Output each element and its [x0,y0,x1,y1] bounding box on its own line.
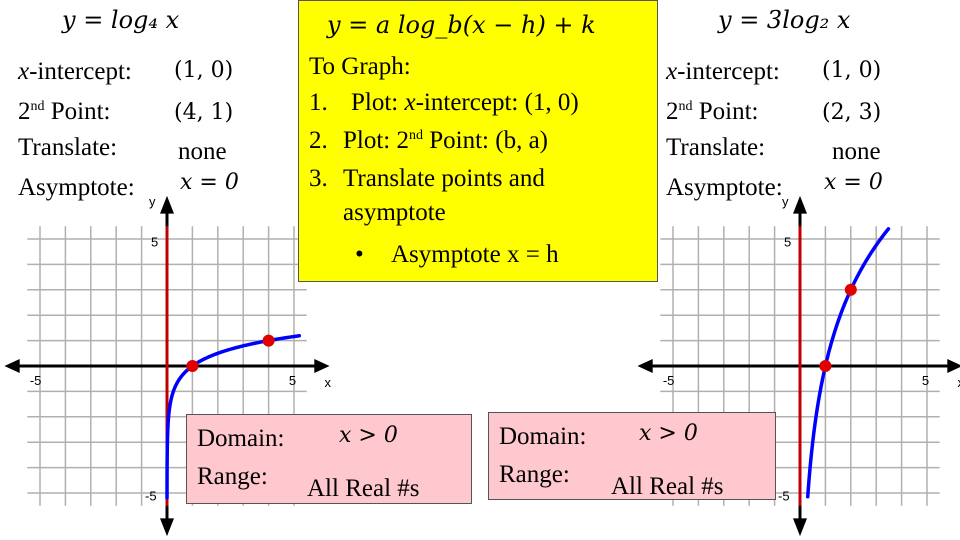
left-x-axis-arrow-left [4,359,20,373]
right-tick-x-neg: -5 [663,373,675,388]
to-graph-title: To Graph: [309,53,411,80]
right-asymptote-label: Asymptote: [666,174,783,201]
left-translate-label: Translate: [18,134,118,161]
left-y-axis-arrow-up [160,195,174,214]
right-domain-range-box: Domain: x > 0 Range: All Real #s [488,412,776,500]
left-tick-y-neg: -5 [145,489,157,504]
left-y-axis-arrow-down [160,518,174,537]
right-x-axis-arrow-right [947,359,960,373]
right-x-axis-arrow-left [637,359,653,373]
left-asymptote-value: x = 0 [180,170,239,195]
right-translate-label: Translate: [666,134,766,161]
step-1-text: Plot: x-intercept: (1, 0) [351,89,579,116]
how-to-graph-box: y = a log_b(x − h) + k To Graph: 1. Plot… [298,0,658,282]
bullet-marker: • [355,241,364,268]
left-y-axis-label: y [149,194,156,209]
right-tick-y-pos: 5 [784,235,791,250]
general-equation: y = a log_b(x − h) + k [327,11,596,39]
step-2-text: Plot: 2nd Point: (b, a) [343,127,548,154]
right-second-point-label: 2nd Point: [666,98,759,125]
right-domain-label: Domain: [499,423,587,450]
right-tick-x-pos: 5 [922,373,929,388]
step-2-number: 2. [309,127,328,154]
right-range-value: All Real #s [611,473,724,500]
left-equation: y = log₄ x [62,6,180,34]
right-x-axis-label: x [957,375,960,390]
left-tick-x-neg: -5 [30,373,42,388]
left-asymptote-label: Asymptote: [18,174,135,201]
left-range-value: All Real #s [307,475,420,502]
right-translate-value: none [832,138,881,165]
step-3-number: 3. [309,165,328,192]
left-x-intercept-label: x-intercept: [18,58,132,85]
right-tick-y-neg: -5 [778,489,790,504]
left-second-point-value: (4, 1) [174,100,234,125]
right-x-intercept-label: x-intercept: [666,58,780,85]
right-second-point-value: (2, 3) [822,100,882,125]
right-y-axis-arrow-down [793,518,807,537]
right-equation: y = 3log₂ x [718,6,851,34]
left-range-label: Range: [197,463,268,490]
left-second-point-label: 2nd Point: [18,98,111,125]
right-plotted-point-2 [844,283,857,296]
right-y-axis-label: y [782,194,789,209]
step-3-line-1: Translate points and [343,165,545,192]
left-plotted-point-1 [186,360,199,372]
right-domain-value: x > 0 [639,421,698,446]
right-range-label: Range: [499,461,570,488]
left-domain-value: x > 0 [339,423,398,448]
left-x-intercept-value: (1, 0) [174,58,234,83]
left-tick-x-pos: 5 [289,373,296,388]
left-translate-value: none [178,138,227,165]
left-x-axis-label: x [324,375,331,390]
left-plotted-point-2 [262,334,275,347]
left-tick-y-pos: 5 [151,235,158,250]
step-1-number: 1. [309,89,328,116]
left-x-axis-arrow-right [314,359,330,373]
right-x-intercept-value: (1, 0) [822,58,882,83]
left-domain-label: Domain: [197,425,285,452]
left-domain-range-box: Domain: x > 0 Range: All Real #s [186,414,472,504]
step-3-line-2: asymptote [343,199,446,226]
right-plotted-point-1 [819,360,832,372]
asymptote-rule: Asymptote x = h [391,241,559,268]
right-asymptote-value: x = 0 [824,170,883,195]
right-y-axis-arrow-up [793,195,807,214]
